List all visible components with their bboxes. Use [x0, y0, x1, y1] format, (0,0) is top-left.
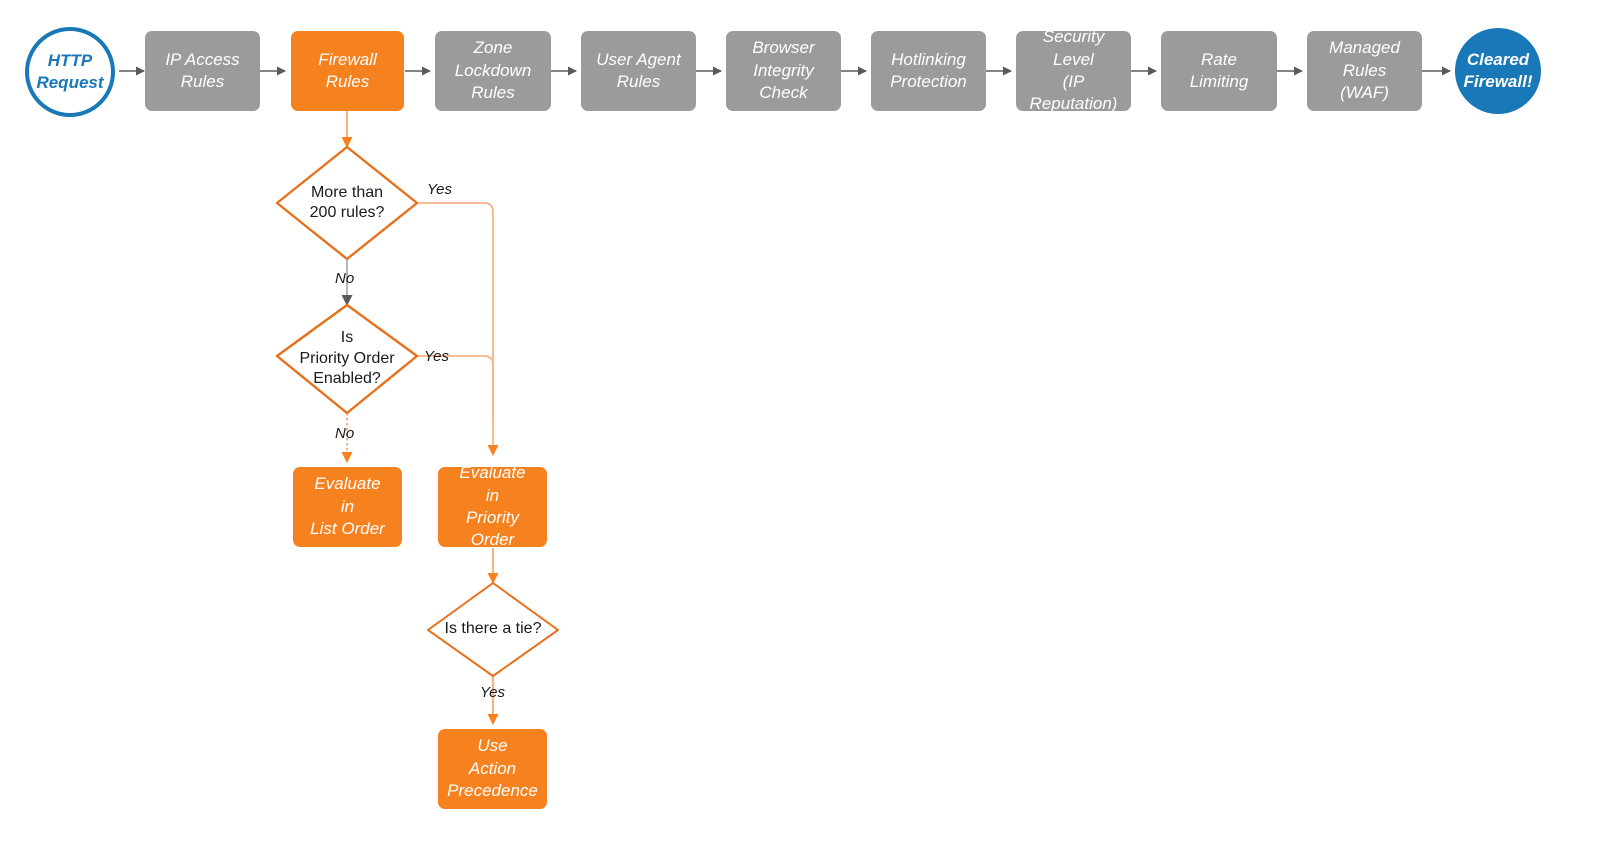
node-ip-access-rules[interactable]: IP Access Rules	[145, 31, 260, 111]
node-firewall-rules-label: Firewall Rules	[318, 49, 377, 91]
node-managed-rules-waf[interactable]: Managed Rules (WAF)	[1307, 31, 1422, 111]
node-decision-is-priority-order-enabled-label: Is Priority Order Enabled?	[299, 329, 395, 388]
node-zone-lockdown-rules[interactable]: Zone Lockdown Rules	[435, 31, 551, 111]
node-evaluate-in-list-order[interactable]: Evaluate in List Order	[293, 467, 402, 547]
edge-200-yes-to-priority-order	[417, 202, 499, 456]
node-evaluate-in-list-order-label: Evaluate in List Order	[310, 474, 385, 539]
edge-label-priority-order-yes: Yes	[424, 348, 450, 365]
node-user-agent-rules-label: User Agent Rules	[596, 49, 681, 91]
node-user-agent-rules[interactable]: User Agent Rules	[581, 31, 696, 111]
node-decision-is-there-a-tie[interactable]: Is there a tie?	[428, 583, 558, 676]
node-decision-is-priority-order-enabled[interactable]: Is Priority Order Enabled?	[277, 305, 417, 413]
node-http-request-label: HTTP Request	[36, 50, 104, 92]
node-use-action-precedence-label: Use Action Precedence	[447, 736, 538, 801]
node-evaluate-in-priority-order[interactable]: Evaluate in Priority Order	[438, 463, 547, 549]
edge-label-tie-yes: Yes	[480, 684, 506, 701]
node-security-level-label: Security Level (IP Reputation)	[1029, 27, 1118, 114]
node-zone-lockdown-rules-label: Zone Lockdown Rules	[454, 38, 532, 103]
node-firewall-rules[interactable]: Firewall Rules	[291, 31, 404, 111]
node-decision-more-than-200-rules[interactable]: More than 200 rules?	[277, 147, 417, 259]
node-cleared-firewall-label: Cleared Firewall!	[1463, 49, 1533, 91]
node-http-request[interactable]: HTTP Request	[25, 27, 115, 117]
node-hotlinking-protection-label: Hotlinking Protection	[890, 49, 967, 91]
edge-label-priority-order-no: No	[335, 425, 355, 442]
node-browser-integrity-check-label: Browser Integrity Check	[752, 38, 815, 103]
edge-priority-enabled-yes	[417, 355, 494, 420]
node-browser-integrity-check[interactable]: Browser Integrity Check	[726, 31, 841, 111]
edge-label-more-than-200-no: No	[335, 270, 355, 287]
node-decision-more-than-200-rules-label: More than 200 rules?	[309, 183, 385, 221]
node-security-level[interactable]: Security Level (IP Reputation)	[1016, 27, 1131, 113]
node-decision-is-there-a-tie-label: Is there a tie?	[444, 620, 542, 638]
node-use-action-precedence[interactable]: Use Action Precedence	[438, 729, 547, 809]
node-hotlinking-protection[interactable]: Hotlinking Protection	[871, 31, 986, 111]
node-ip-access-rules-label: IP Access Rules	[165, 49, 240, 91]
node-managed-rules-waf-label: Managed Rules (WAF)	[1329, 38, 1400, 103]
node-evaluate-in-priority-order-label: Evaluate in Priority Order	[459, 463, 526, 550]
node-rate-limiting-label: Rate Limiting	[1189, 49, 1249, 91]
node-rate-limiting[interactable]: Rate Limiting	[1161, 31, 1277, 111]
edge-label-more-than-200-yes: Yes	[427, 181, 453, 198]
node-cleared-firewall[interactable]: Cleared Firewall!	[1455, 28, 1541, 114]
